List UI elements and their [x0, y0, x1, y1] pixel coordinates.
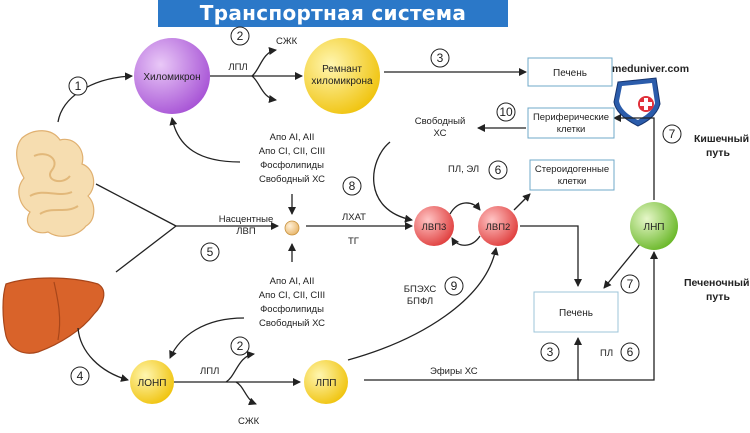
liver-top-box	[527, 57, 613, 87]
apo-bottom-line-2: Апо CI, CII, CIII	[259, 290, 325, 301]
remnant-label-1: Ремнант	[322, 64, 362, 75]
arrows	[57, 47, 658, 406]
cetp-line-1: БПЭХС	[404, 284, 437, 295]
meduniver-shield-icon	[613, 77, 661, 127]
steroidogenic-cells-box	[529, 159, 615, 191]
step-6-top: 6	[495, 163, 502, 177]
page-title: Транспортная система липидов	[158, 0, 508, 52]
step-5: 5	[207, 245, 214, 259]
step-7-top: 7	[669, 127, 676, 141]
cetp-line-2: БПФЛ	[407, 296, 433, 307]
step-10: 10	[499, 105, 513, 119]
step-markers: 1 2 3 4 5 6 7 8 9 10 2 3 6	[68, 26, 682, 386]
step-8: 8	[349, 179, 356, 193]
hdl3-label: ЛВП3	[422, 222, 447, 233]
peripheral-label-2: клетки	[557, 124, 586, 135]
step-3-bottom: 3	[547, 345, 554, 359]
chylomicron-label: Хиломикрон	[143, 72, 200, 83]
step-4: 4	[77, 369, 84, 383]
chol-esters-label: Эфиры ХС	[430, 366, 478, 377]
step-3-top: 3	[437, 51, 444, 65]
vldl-particle	[130, 360, 174, 404]
intestine-icon	[16, 130, 95, 237]
apo-bottom-line-1: Апо AI, AII	[270, 276, 315, 287]
apo-bottom-line-4: Свободный ХС	[259, 318, 325, 329]
step-1: 1	[75, 79, 82, 93]
lpl-bottom-label: ЛПЛ	[200, 366, 219, 377]
apo-top-line-3: Фосфолипиды	[260, 160, 324, 171]
vldl-label: ЛОНП	[138, 378, 167, 389]
peripheral-cells-box	[527, 107, 615, 139]
steroidogenic-label-1: Стероидогенные	[535, 164, 609, 175]
remnant-label-2: хиломикрона	[311, 76, 373, 87]
hepatic-path-line-1: Печеночный	[684, 277, 749, 289]
free-chol-line-1: Свободный	[415, 116, 466, 127]
free-chol-line-2: ХС	[434, 128, 447, 139]
hdl3-particle	[414, 206, 454, 246]
apo-top-line-1: Апо AI, AII	[270, 132, 315, 143]
lpl-top-label: ЛПЛ	[228, 62, 247, 73]
pl-el-label: ПЛ, ЭЛ	[448, 164, 479, 175]
idl-particle	[304, 360, 348, 404]
peripheral-label-1: Периферические	[533, 112, 609, 123]
tg-label: ТГ	[348, 236, 359, 247]
apo-bottom-line-3: Фосфолипиды	[260, 304, 324, 315]
ldl-particle	[630, 202, 678, 250]
nascent-hdl-label-1: Насцентные	[219, 214, 273, 225]
remnant-particle	[304, 38, 380, 114]
hdl2-label: ЛВП2	[486, 222, 511, 233]
liver-bottom-box	[533, 291, 619, 333]
hdl2-particle	[478, 206, 518, 246]
apo-top-line-2: Апо CI, CII, CIII	[259, 146, 325, 157]
step-7-bottom: 7	[627, 277, 634, 291]
nascent-hdl-particle	[284, 220, 300, 236]
hepatic-path-line-2: путь	[706, 291, 730, 303]
step-6-bottom: 6	[627, 345, 634, 359]
intestinal-path-line-2: путь	[706, 147, 730, 159]
liver-top-label: Печень	[553, 68, 587, 79]
chylomicron-particle	[134, 38, 210, 114]
step-9: 9	[451, 279, 458, 293]
liver-bottom-label: Печень	[559, 308, 593, 319]
intestinal-path-line-1: Кишечный	[694, 133, 749, 145]
step-2-bottom: 2	[237, 339, 244, 353]
ffa-top-label: СЖК	[276, 36, 298, 47]
steroidogenic-label-2: клетки	[558, 176, 587, 187]
idl-label: ЛПП	[316, 378, 337, 389]
nascent-hdl-label-2: ЛВП	[236, 226, 256, 237]
lcat-label: ЛХАТ	[342, 212, 366, 223]
ldl-label: ЛНП	[644, 222, 665, 233]
ffa-bottom-label: СЖК	[238, 416, 260, 427]
watermark-text: meduniver.com	[612, 63, 689, 75]
apo-top-line-4: Свободный ХС	[259, 174, 325, 185]
pl-label: ПЛ	[600, 348, 613, 359]
liver-icon	[2, 277, 105, 354]
step-2-top: 2	[237, 29, 244, 43]
